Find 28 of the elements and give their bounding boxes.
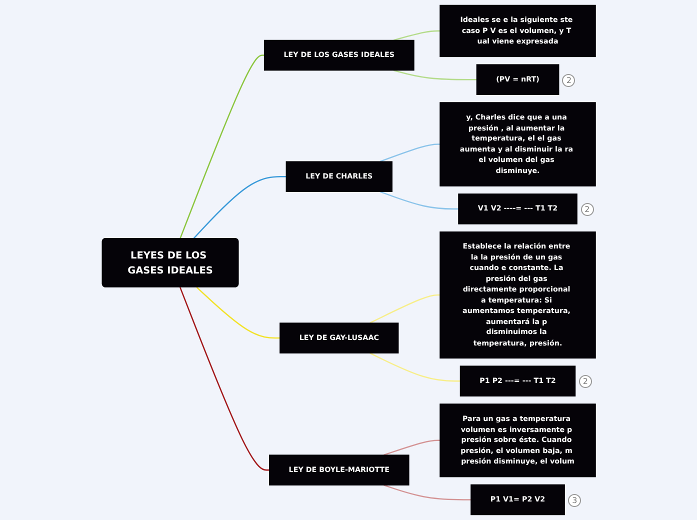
connector <box>179 287 269 471</box>
node-box <box>470 484 565 516</box>
node-box <box>285 161 392 192</box>
connector <box>393 70 476 80</box>
node-box <box>264 40 414 71</box>
connector <box>179 54 264 239</box>
node-box <box>439 404 596 478</box>
node-box <box>279 322 398 354</box>
counter-badge: 2 <box>578 375 592 388</box>
connector <box>383 484 471 500</box>
counter-badge: 2 <box>562 74 576 87</box>
connector <box>196 286 280 339</box>
node-box <box>268 454 409 486</box>
node-box <box>458 194 578 224</box>
connector <box>369 352 460 382</box>
node-box <box>476 64 559 95</box>
connector <box>380 144 440 162</box>
node-box <box>439 231 596 359</box>
node-box <box>460 366 576 396</box>
node-box <box>439 102 596 186</box>
connector <box>393 30 440 41</box>
connector <box>369 294 440 324</box>
connector <box>383 440 440 456</box>
node-box <box>439 4 596 58</box>
counter-badge: 2 <box>580 202 594 216</box>
counter-badge: 3 <box>568 494 582 507</box>
connector <box>192 176 286 240</box>
connector <box>380 191 458 210</box>
